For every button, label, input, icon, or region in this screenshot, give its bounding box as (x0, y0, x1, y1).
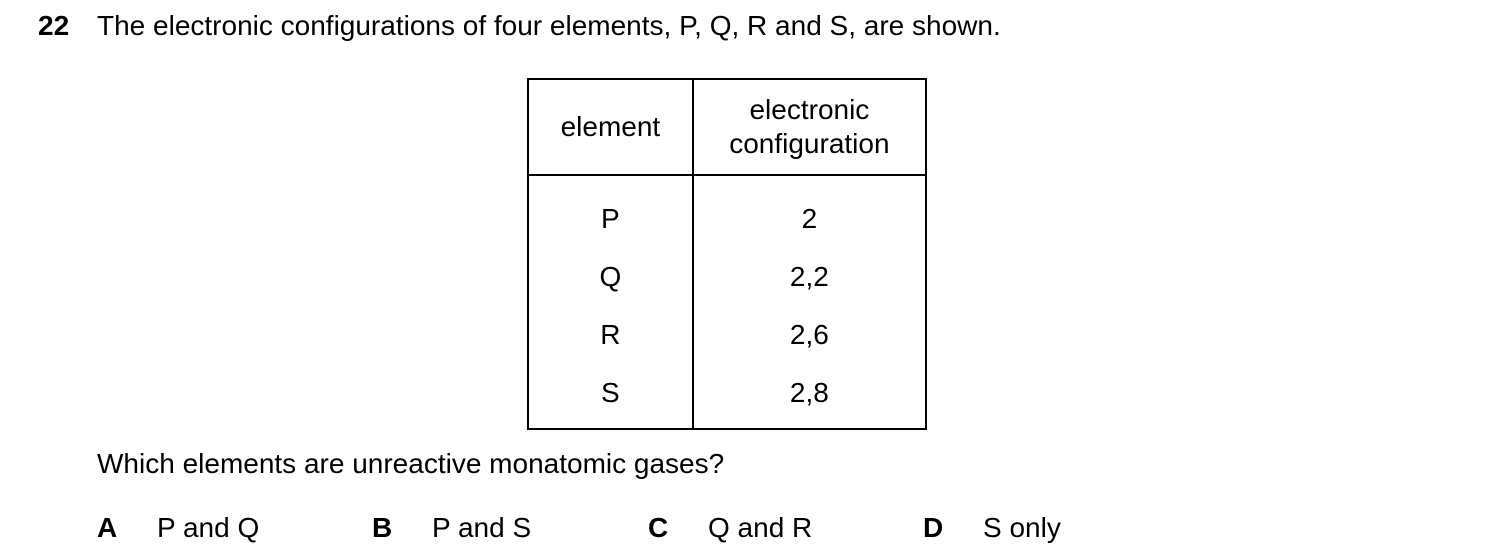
option-text: Q and R (708, 512, 813, 543)
table-header-row: element electronic configuration (527, 78, 928, 176)
option-text: S only (983, 512, 1061, 543)
cell-configuration: 2 (691, 175, 928, 248)
cell-configuration: 2,2 (691, 248, 928, 306)
table-row: S 2,8 (527, 364, 928, 429)
header-electronic-configuration: electronic configuration (691, 78, 928, 176)
cell-element: Q (527, 248, 694, 306)
cell-element: S (527, 364, 694, 429)
table-row: P 2 (527, 175, 928, 248)
header-element: element (527, 78, 694, 176)
header-config-label: electronic configuration (729, 94, 890, 159)
option-letter: C (648, 512, 669, 543)
question-prompt: Which elements are unreactive monatomic … (97, 448, 725, 479)
cell-configuration: 2,8 (691, 364, 928, 429)
table-row: R 2,6 (527, 306, 928, 364)
cell-element: P (527, 175, 694, 248)
option-text: P and Q (157, 512, 260, 543)
table-row: Q 2,2 (527, 248, 928, 306)
question-number: 22 (38, 10, 70, 41)
electron-configuration-table: element electronic configuration P 2 Q 2… (527, 78, 928, 430)
question-stem: The electronic configurations of four el… (97, 10, 1001, 41)
option-letter: B (372, 512, 393, 543)
option-letter: D (923, 512, 944, 543)
cell-configuration: 2,6 (691, 306, 928, 364)
option-text: P and S (432, 512, 532, 543)
option-letter: A (97, 512, 118, 543)
cell-element: R (527, 306, 694, 364)
